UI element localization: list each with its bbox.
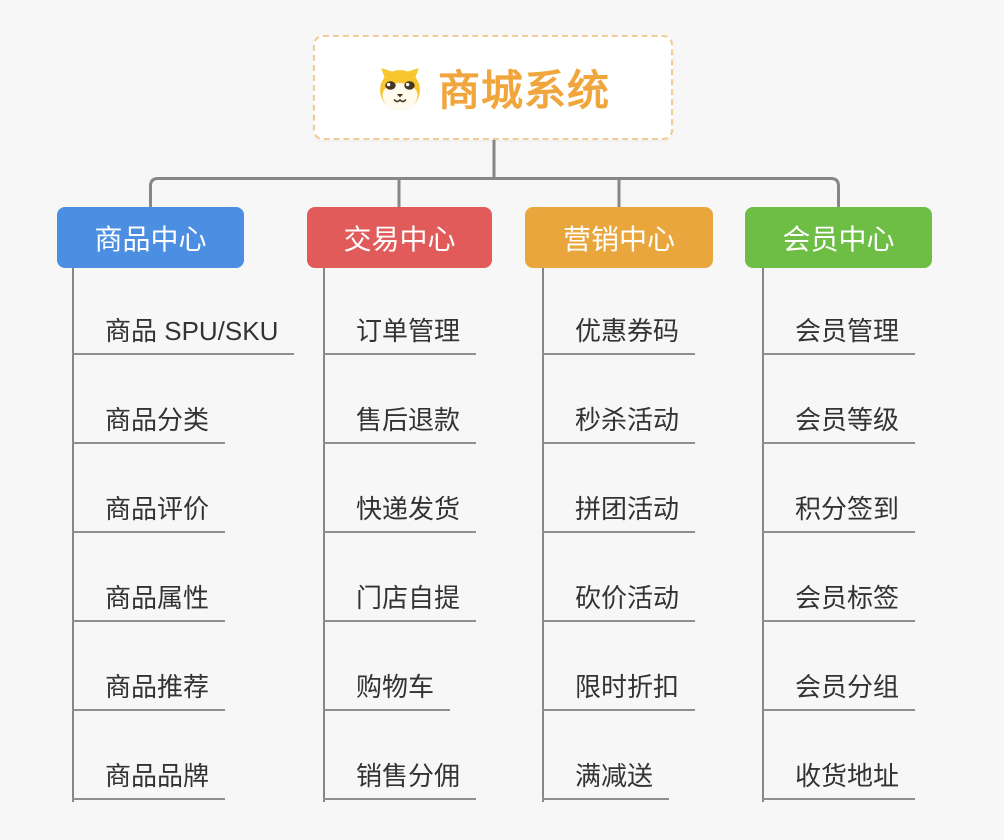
mindmap-leaf-node[interactable]: 快递发货: [323, 494, 477, 533]
mindmap-leaf-node[interactable]: 门店自提: [323, 583, 477, 622]
branch-header-product-center[interactable]: 商品中心: [57, 207, 244, 268]
mindmap-leaf-node[interactable]: 秒杀活动: [542, 405, 696, 444]
mindmap-leaf-node[interactable]: 会员标签: [762, 583, 916, 622]
mindmap-leaf-node[interactable]: 商品属性: [72, 583, 226, 622]
branch-spine-line: [542, 268, 544, 802]
mindmap-leaf-node[interactable]: 砍价活动: [542, 583, 696, 622]
mindmap-leaf-node[interactable]: 购物车: [323, 672, 451, 711]
branch-header-marketing-center[interactable]: 营销中心: [525, 207, 713, 268]
branch-spine-line: [762, 268, 764, 802]
branch-header-trade-center[interactable]: 交易中心: [307, 207, 492, 268]
mindmap-leaf-node[interactable]: 拼团活动: [542, 494, 696, 533]
root-title: 商城系统: [437, 67, 610, 114]
shiba-dog-face-icon: [376, 64, 424, 112]
mindmap-leaf-node[interactable]: 商品评价: [72, 494, 226, 533]
mindmap-leaf-node[interactable]: 积分签到: [762, 494, 916, 533]
mindmap-leaf-node[interactable]: 商品分类: [72, 405, 226, 444]
mindmap-leaf-node[interactable]: 会员管理: [762, 316, 916, 355]
mindmap-leaf-node[interactable]: 限时折扣: [542, 672, 696, 711]
mindmap-leaf-node[interactable]: 售后退款: [323, 405, 477, 444]
mindmap-leaf-node[interactable]: 商品品牌: [72, 761, 226, 800]
mindmap-leaf-node[interactable]: 商品推荐: [72, 672, 226, 711]
mindmap-leaf-node[interactable]: 会员等级: [762, 405, 916, 444]
branch-spine-line: [323, 268, 325, 802]
root-node[interactable]: 商城系统: [313, 35, 673, 140]
branch-header-member-center[interactable]: 会员中心: [745, 207, 932, 268]
mindmap-leaf-node[interactable]: 收货地址: [762, 761, 916, 800]
mindmap-leaf-node[interactable]: 满减送: [542, 761, 670, 800]
mindmap-leaf-node[interactable]: 商品 SPU/SKU: [72, 316, 295, 355]
mindmap-leaf-node[interactable]: 优惠券码: [542, 316, 696, 355]
mindmap-leaf-node[interactable]: 会员分组: [762, 672, 916, 711]
branch-spine-line: [72, 268, 74, 802]
mindmap-leaf-node[interactable]: 订单管理: [323, 316, 477, 355]
mindmap-leaf-node[interactable]: 销售分佣: [323, 761, 477, 800]
